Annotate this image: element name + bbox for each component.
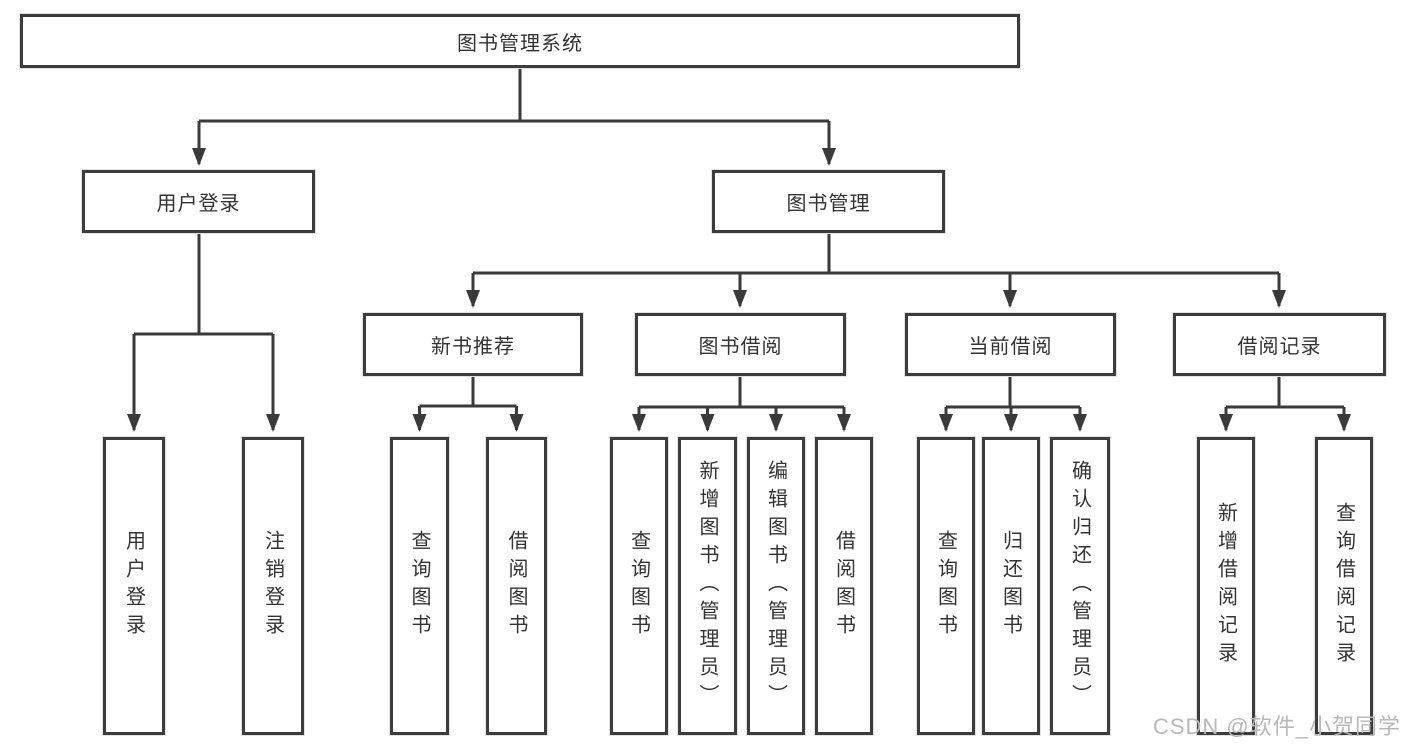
node-book-management-group: 图书管理 <box>712 170 945 233</box>
node-leaf-borrowing-query-books: 查询图书 <box>610 437 668 735</box>
node-leaf-newbook-query-books: 查询图书 <box>390 437 449 735</box>
node-leaf-borrowing-borrow-books: 借阅图书 <box>815 437 873 735</box>
csdn-watermark: CSDN @软件_小贺同学 <box>1152 714 1401 739</box>
leaf-label: 查询图书 <box>627 530 650 642</box>
leaf-label: 新增借阅记录 <box>1214 502 1237 670</box>
node-current-borrowing: 当前借阅 <box>905 313 1116 376</box>
leaf-label: 查询借阅记录 <box>1332 502 1355 670</box>
node-leaf-current-query-books: 查询图书 <box>917 437 975 735</box>
node-leaf-records-add-record: 新增借阅记录 <box>1197 437 1255 735</box>
node-borrowing-records: 借阅记录 <box>1173 313 1386 376</box>
leaf-label: 借阅图书 <box>832 530 855 642</box>
leaf-label: 编辑图书（管理员） <box>764 460 787 712</box>
node-leaf-borrowing-add-books-admin: 新增图书（管理员） <box>678 437 737 735</box>
leaf-label: 用户登录 <box>122 530 145 642</box>
node-user-login-group: 用户登录 <box>82 170 315 233</box>
node-leaf-newbook-borrow-books: 借阅图书 <box>486 437 547 735</box>
leaf-label: 确认归还（管理员） <box>1068 460 1091 712</box>
leaf-label: 注销登录 <box>261 530 284 642</box>
leaf-label: 查询图书 <box>934 530 957 642</box>
node-root-library-system: 图书管理系统 <box>20 14 1020 68</box>
node-new-book-recommend: 新书推荐 <box>363 313 583 376</box>
leaf-label: 新增图书（管理员） <box>696 460 718 712</box>
node-leaf-current-confirm-return-admin: 确认归还（管理员） <box>1050 437 1110 735</box>
node-leaf-logout: 注销登录 <box>242 437 304 735</box>
node-leaf-current-return-books: 归还图书 <box>982 437 1040 735</box>
leaf-label: 查询图书 <box>408 530 430 642</box>
leaf-label: 借阅图书 <box>505 530 527 642</box>
node-leaf-user-login: 用户登录 <box>103 437 165 735</box>
node-leaf-borrowing-edit-books-admin: 编辑图书（管理员） <box>747 437 805 735</box>
leaf-label: 归还图书 <box>999 530 1022 642</box>
node-book-borrowing: 图书借阅 <box>635 313 846 376</box>
node-leaf-records-query-record: 查询借阅记录 <box>1315 437 1373 735</box>
